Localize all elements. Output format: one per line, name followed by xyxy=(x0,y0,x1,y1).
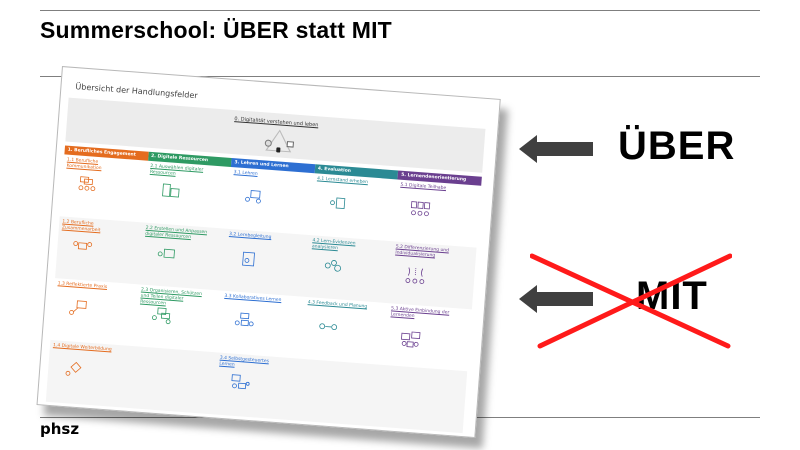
link-1-3[interactable]: 1.3 Reflektierte Praxis xyxy=(57,281,108,290)
link-3-1[interactable]: 3.1 Lehren xyxy=(233,170,258,177)
link-3-4[interactable]: 3.4 Selbstgesteuertes Lernen xyxy=(219,355,270,368)
link-1-4[interactable]: 1.4 Digitale Weiterbildung xyxy=(52,343,112,353)
link-1-1[interactable]: 1.1 Berufliche Kommunikation xyxy=(66,157,102,172)
grid-row: 1.3 Reflektierte Praxis 2.3 Organisieren… xyxy=(50,278,471,371)
devices-icon xyxy=(161,183,180,198)
link-4-1[interactable]: 4.1 Lernstand erheben xyxy=(316,176,369,186)
link-2-1[interactable]: 2.1 Auswählen digitaler Ressourcen xyxy=(149,163,204,177)
link-2-4 xyxy=(137,349,199,354)
communication-icon xyxy=(78,176,96,192)
title-rule xyxy=(40,76,760,77)
collaboration-icon xyxy=(73,241,93,250)
hand-cursor-icon xyxy=(276,147,281,153)
link-4-4 xyxy=(303,362,365,367)
create-resource-icon xyxy=(157,248,175,259)
share-resources-icon xyxy=(151,307,171,325)
document-title: Übersicht der Handlungsfelder xyxy=(75,82,198,101)
link-3-3[interactable]: 3.3 Kollaboratives Lernen xyxy=(224,293,282,304)
slide-title: Summerschool: ÜBER statt MIT xyxy=(40,17,392,43)
footer-logo-text: phsz xyxy=(40,420,80,438)
link-1-2[interactable]: 1.2 Berufliche Zusammenarbeit xyxy=(61,219,101,234)
link-2-2[interactable]: 2.2 Erstellen und Anpassen digitaler Res… xyxy=(145,225,208,241)
feedback-icon xyxy=(319,323,337,331)
participation-icon xyxy=(411,201,431,217)
reflection-icon xyxy=(69,300,87,315)
training-icon xyxy=(65,361,82,376)
top-rule xyxy=(40,10,760,11)
collaborative-learning-icon xyxy=(235,312,254,327)
link-3-2[interactable]: 3.2 Lernbegleitung xyxy=(228,232,272,241)
guidance-icon xyxy=(242,251,256,267)
link-4-2[interactable]: 4.2 Lern-Evidenzen analysieren xyxy=(311,238,356,252)
arrow-left-icon xyxy=(519,285,593,313)
link-5-4 xyxy=(387,368,449,373)
analysis-icon xyxy=(324,260,341,272)
engagement-icon xyxy=(401,331,421,348)
link-5-3[interactable]: 5.3 Aktive Einbindung der Lernenden xyxy=(390,306,450,320)
differentiation-icon xyxy=(405,267,425,285)
link-5-2[interactable]: 5.2 Differenzierung und Individualisieru… xyxy=(395,244,450,259)
label-over: ÜBER xyxy=(618,124,736,168)
teaching-icon xyxy=(245,190,262,204)
arrow-left-icon xyxy=(519,135,593,163)
competence-grid: 1. Berufliches Engagement 2. Digitale Re… xyxy=(45,145,482,434)
grid-row: 1.4 Digitale Weiterbildung 3.4 Selbstges… xyxy=(45,339,468,434)
grid-row: 1.2 Berufliche Zusammenarbeit 2.2 Erstel… xyxy=(55,216,477,310)
document-screenshot: Übersicht der Handlungsfelder 0. Digital… xyxy=(36,66,501,439)
screen-icon xyxy=(286,141,294,148)
grid-row: 1.1 Berufliche Kommunikation 2.1 Auswähl… xyxy=(60,154,481,247)
assessment-icon xyxy=(329,197,346,209)
self-directed-learning-icon xyxy=(231,374,250,390)
red-cross-icon xyxy=(530,253,732,349)
link-4-3[interactable]: 4.3 Feedback und Planung xyxy=(307,300,368,310)
link-5-1[interactable]: 5.1 Digitale Teilhabe xyxy=(400,182,447,192)
